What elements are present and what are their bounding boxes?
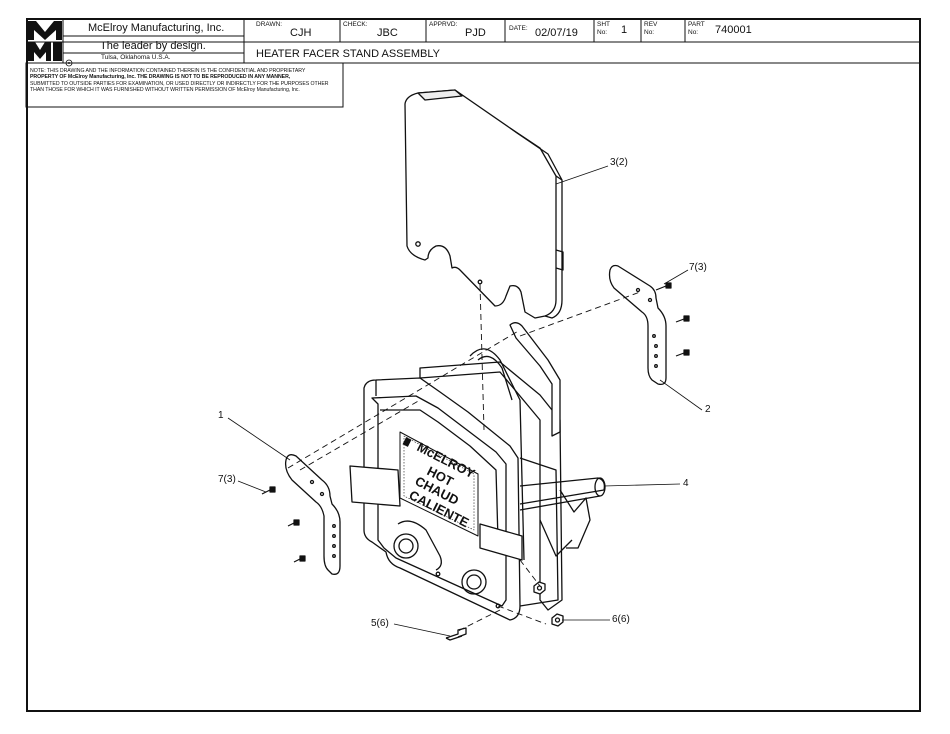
callout-part-4: 4 xyxy=(683,478,689,489)
sht-value: 1 xyxy=(621,24,628,36)
note-line-2: PROPERTY OF McElroy Manufacturing, Inc. … xyxy=(30,74,291,81)
part-6-nuts xyxy=(533,581,564,627)
note-line-1: NOTE: THIS DRAWING AND THE INFORMATION C… xyxy=(30,68,306,74)
note-line-4: THAN THOSE FOR WHICH IT WAS FURNISHED WI… xyxy=(30,86,300,93)
note-line-3: SUBMITTED TO OUTSIDE PARTIES FOR EXAMINA… xyxy=(30,80,329,87)
apprvd-value: PJD xyxy=(465,27,486,39)
part-value: 740001 xyxy=(715,24,752,36)
sht-no-label: No: xyxy=(597,29,608,36)
part-5-bolt xyxy=(445,627,467,641)
callout-part-7-right: 7(3) xyxy=(689,262,707,273)
registered-icon xyxy=(65,54,73,67)
confidentiality-note: NOTE: THIS DRAWING AND THE INFORMATION C… xyxy=(30,68,340,93)
rev-label: REV xyxy=(644,21,658,28)
company-logo xyxy=(28,21,62,61)
check-label: CHECK: xyxy=(343,21,368,28)
drawing-border xyxy=(26,18,921,712)
part-no-label: No: xyxy=(688,29,699,36)
part-7-screws xyxy=(261,282,690,563)
part-2-right-bracket xyxy=(608,264,667,386)
date-label: DATE: xyxy=(509,25,528,32)
rev-no-label: No: xyxy=(644,29,655,36)
company-location: Tulsa, Oklahoma U.S.A. xyxy=(101,54,171,61)
drawn-label: DRAWN: xyxy=(256,21,283,28)
part-1-left-bracket xyxy=(284,454,341,575)
date-value: 02/07/19 xyxy=(535,27,578,39)
part-3-cover-plate xyxy=(404,89,564,319)
company-name: McElroy Manufacturing, Inc. xyxy=(88,22,225,34)
check-value: JBC xyxy=(377,27,398,39)
callout-part-2: 2 xyxy=(705,404,711,415)
drawing-title: HEATER FACER STAND ASSEMBLY xyxy=(256,48,440,60)
callout-part-5: 5(6) xyxy=(371,618,389,629)
callout-part-6: 6(6) xyxy=(612,614,630,625)
callout-part-1: 1 xyxy=(218,410,224,421)
drawn-value: CJH xyxy=(290,27,312,39)
hot-decal xyxy=(399,431,479,537)
part-label: PART xyxy=(688,21,705,28)
apprvd-label: APPRVD: xyxy=(429,21,458,28)
part-4-stand-frame xyxy=(419,322,606,611)
sht-label: SHT xyxy=(597,21,610,28)
callout-part-3: 3(2) xyxy=(610,157,628,168)
company-tagline: The leader by design. xyxy=(100,40,206,52)
callout-part-7-left: 7(3) xyxy=(218,474,236,485)
